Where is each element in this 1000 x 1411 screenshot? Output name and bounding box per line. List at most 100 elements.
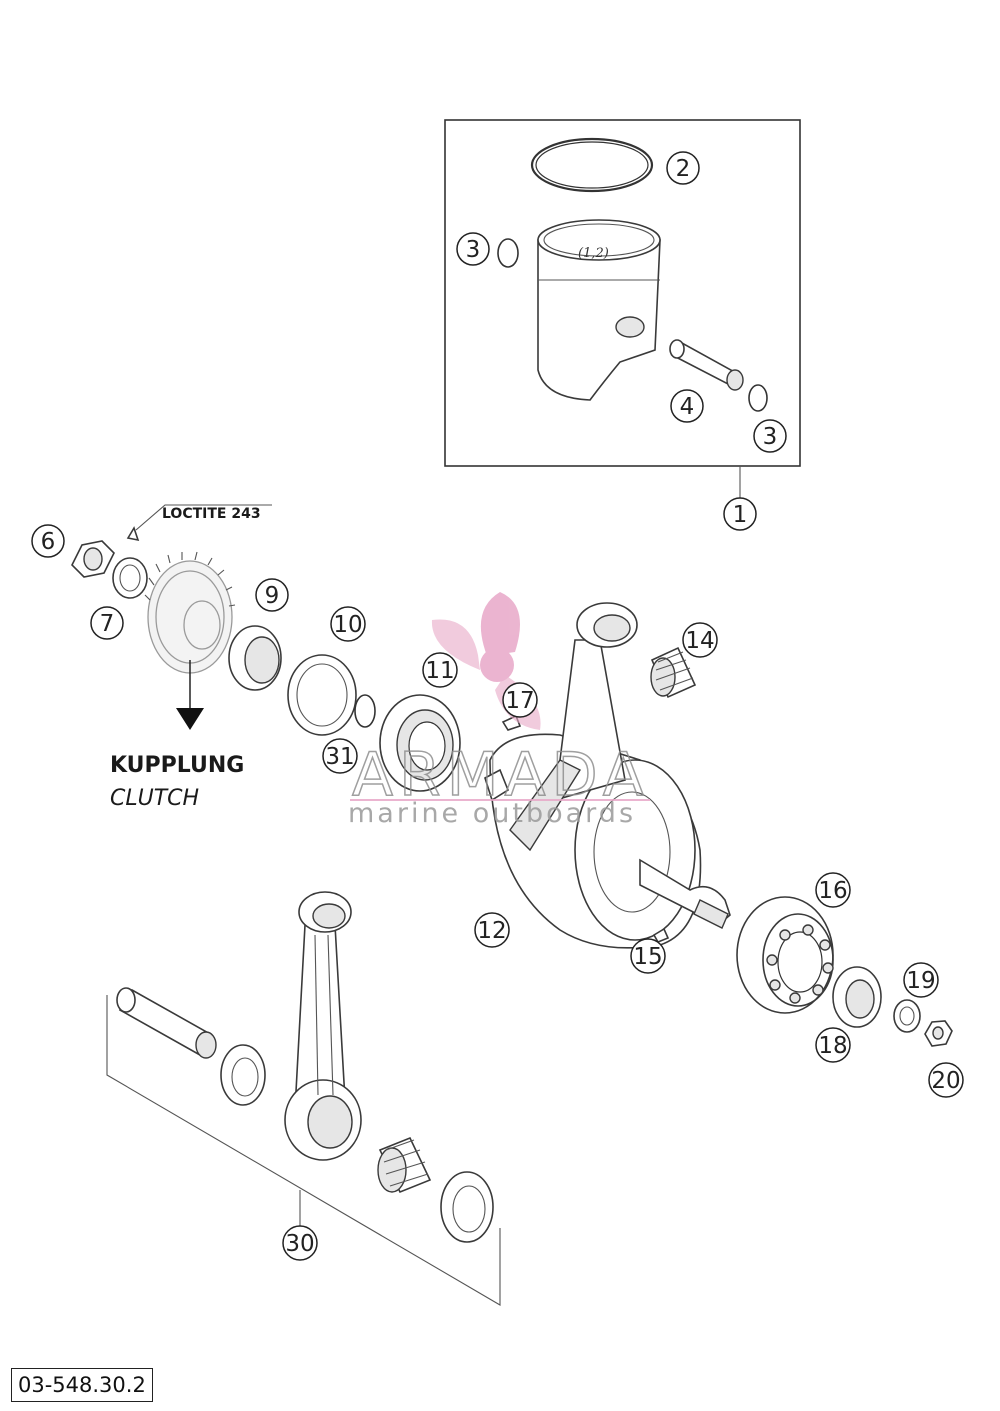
callout-c20: 20 [928, 1062, 964, 1098]
lock-washer [112, 557, 148, 599]
circlip-right [748, 384, 768, 412]
callout-c14: 14 [682, 622, 718, 658]
callout-c3a: 3 [456, 232, 490, 266]
callout-c3b: 3 [753, 419, 787, 453]
callout-circle [31, 524, 65, 558]
piston-pin [669, 339, 744, 391]
callout-number: 4 [680, 394, 695, 420]
callout-number: 20 [931, 1068, 960, 1094]
callout-number: 30 [285, 1231, 314, 1257]
callout-c31: 31 [322, 738, 358, 774]
callout-number: 7 [100, 611, 115, 637]
callout-c1: 1 [723, 497, 757, 531]
clutch-label-en: CLUTCH [110, 786, 199, 811]
callout-c16: 16 [815, 872, 851, 908]
woodruff-key-small [126, 526, 140, 542]
callout-circle [456, 232, 490, 266]
callout-number: 19 [906, 968, 935, 994]
clutch-arrow-head [176, 708, 204, 730]
conrod-washer-bottom [440, 1171, 494, 1243]
clutch-label-de: KUPPLUNG [110, 753, 244, 778]
document-code: 03-548.30.2 [11, 1368, 153, 1402]
callout-circle [474, 912, 510, 948]
callout-number: 2 [676, 156, 691, 182]
callout-number: 31 [325, 744, 354, 770]
callout-number: 11 [425, 658, 454, 684]
callout-c17: 17 [502, 682, 538, 718]
callout-circle [682, 622, 718, 658]
callout-number: 3 [763, 424, 778, 450]
piston-kit-box [444, 119, 801, 467]
callout-c6: 6 [31, 524, 65, 558]
callout-number: 18 [818, 1033, 847, 1059]
callout-circle [670, 389, 704, 423]
callout-circle [322, 738, 358, 774]
callout-circle [422, 652, 458, 688]
callout-circle [255, 578, 289, 612]
callout-c2: 2 [666, 151, 700, 185]
right-parts-group [736, 896, 953, 1047]
piston-ring [530, 137, 654, 193]
callout-circle [90, 606, 124, 640]
piston-marking: (1,2) [578, 246, 609, 261]
callout-number: 1 [733, 502, 748, 528]
conrod-kit-bracket [106, 995, 501, 1306]
callout-number: 10 [333, 612, 362, 638]
piston-kit-group: (1,2) [444, 119, 801, 498]
woodruff-key-15 [652, 927, 670, 944]
callout-circle [903, 962, 939, 998]
callout-circle [666, 151, 700, 185]
callout-circle [630, 938, 666, 974]
callout-circle [282, 1225, 318, 1261]
callout-circle [330, 606, 366, 642]
callout-circle [815, 872, 851, 908]
callout-number: 12 [477, 918, 506, 944]
callout-circle [815, 1027, 851, 1063]
hex-nut [71, 540, 115, 578]
watermark-tagline: marine outboards [348, 798, 636, 829]
callout-c11: 11 [422, 652, 458, 688]
piston: (1,2) [537, 219, 661, 401]
main-bearing-right [736, 896, 834, 1014]
thrust-washer [287, 654, 357, 736]
callout-number: 6 [41, 529, 56, 555]
watermark-brand: ARMADA [352, 740, 650, 810]
callout-c15: 15 [630, 938, 666, 974]
loctite-leader [135, 504, 272, 531]
callout-c12: 12 [474, 912, 510, 948]
main-bearing-left [379, 694, 461, 792]
callout-number: 14 [685, 628, 714, 654]
callout-number: 3 [466, 237, 481, 263]
callout-c18: 18 [815, 1027, 851, 1063]
callout-number: 16 [818, 878, 847, 904]
callout-number: 15 [633, 944, 662, 970]
callout-circle [753, 419, 787, 453]
circlip-left [497, 238, 519, 268]
callout-c30: 30 [282, 1225, 318, 1261]
callout-c19: 19 [903, 962, 939, 998]
callout-c4: 4 [670, 389, 704, 423]
conrod-kit-group [106, 891, 501, 1306]
callout-c9: 9 [255, 578, 289, 612]
primary-gear [144, 551, 236, 674]
crank-thread-left [484, 768, 509, 802]
callout-number: 17 [505, 688, 534, 714]
callout-circle [502, 682, 538, 718]
spacer-washer [893, 999, 921, 1033]
crank-pin [116, 987, 217, 1059]
callout-c7: 7 [90, 606, 124, 640]
callout-circle [928, 1062, 964, 1098]
watermark: ARMADA marine outboards [348, 592, 650, 829]
loctite-label: LOCTITE 243 [162, 506, 261, 522]
crankshaft-group [484, 602, 731, 949]
callout-c10: 10 [330, 606, 366, 642]
needle-bearing-small-end [650, 646, 697, 699]
callout-number: 9 [265, 583, 280, 609]
callout-circle [723, 497, 757, 531]
o-ring [354, 694, 376, 728]
connecting-rod [284, 891, 362, 1161]
left-parts-group [71, 504, 461, 792]
